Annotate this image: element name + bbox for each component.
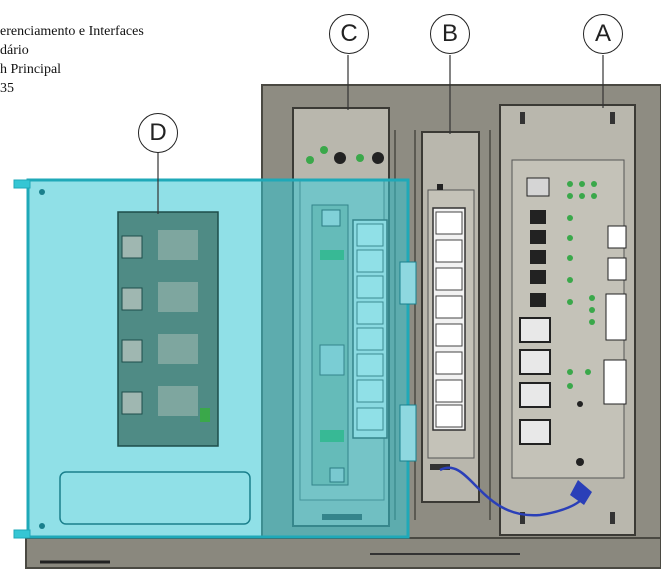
caption-line-1: erenciamento e Interfaces	[0, 24, 144, 39]
module-a	[499, 104, 636, 536]
caption-line-3: h Principal	[0, 62, 62, 77]
enclosure-d	[13, 178, 417, 539]
caption-line-4: 35	[0, 81, 14, 96]
callout-a: A	[583, 14, 623, 54]
leader-lines	[157, 55, 604, 214]
callout-d: D	[138, 113, 178, 153]
cable	[439, 466, 587, 517]
callout-c: C	[329, 14, 369, 54]
caption: erenciamento e Interfaces dário h Princi…	[0, 22, 144, 98]
bottom-rail	[25, 537, 661, 569]
caption-line-2: dário	[0, 43, 29, 58]
module-b	[421, 131, 480, 503]
callout-b: B	[430, 14, 470, 54]
